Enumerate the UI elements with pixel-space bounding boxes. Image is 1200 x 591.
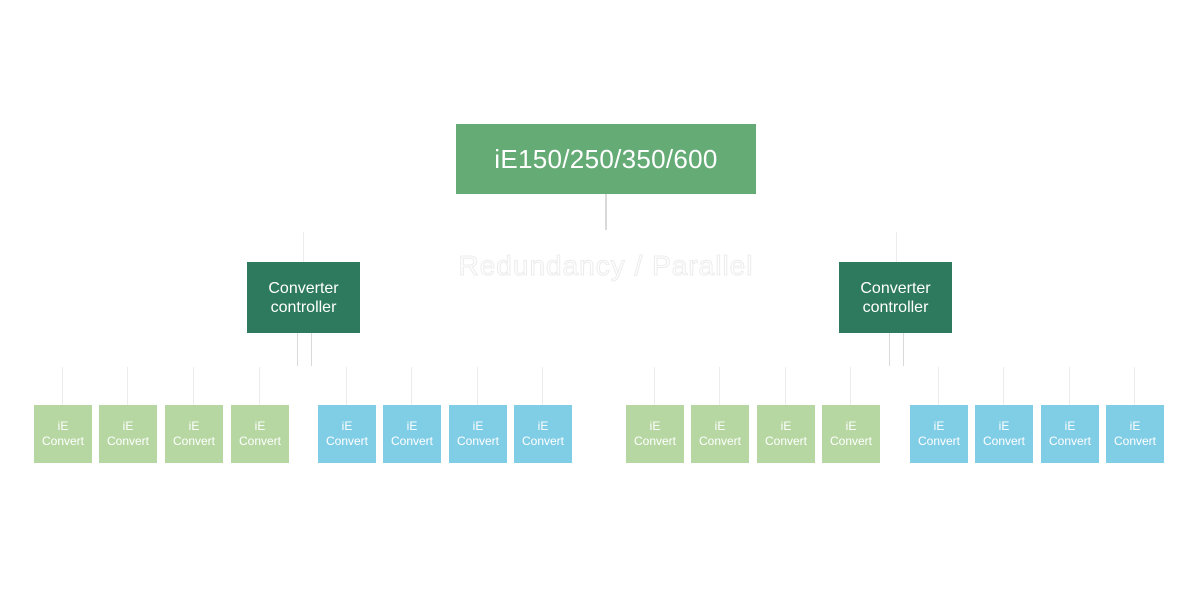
redundancy-parallel-label: Redundancy / Parallel <box>458 250 754 282</box>
ie-convert-unit-7: iE Convert <box>449 405 507 463</box>
connector-unit-6 <box>411 367 412 405</box>
unit-label-line1: iE <box>780 419 792 433</box>
connector-left-controller-down-b <box>311 333 312 366</box>
connector-unit-14 <box>1003 367 1004 405</box>
connector-unit-4 <box>259 367 260 405</box>
connector-unit-1 <box>62 367 63 405</box>
connector-unit-2 <box>127 367 128 405</box>
unit-label-line1: iE <box>845 419 857 433</box>
connector-right-controller-down-a <box>889 333 890 366</box>
unit-label-line2: Convert <box>325 434 369 448</box>
ie-convert-unit-5: iE Convert <box>318 405 376 463</box>
ie-convert-unit-15: iE Convert <box>1041 405 1099 463</box>
unit-label-line2: Convert <box>829 434 873 448</box>
ie-convert-unit-12: iE Convert <box>822 405 880 463</box>
connector-unit-12 <box>850 367 851 405</box>
connector-unit-13 <box>938 367 939 405</box>
unit-label-line2: Convert <box>633 434 677 448</box>
converter-controller-left: Converter controller <box>247 262 360 333</box>
unit-label-line2: Convert <box>456 434 500 448</box>
ie-convert-unit-1: iE Convert <box>34 405 92 463</box>
ie-convert-unit-16: iE Convert <box>1106 405 1164 463</box>
connector-unit-9 <box>654 367 655 405</box>
controller-label-line2: controller <box>270 298 337 316</box>
unit-label-line2: Convert <box>764 434 808 448</box>
unit-label-line2: Convert <box>1113 434 1157 448</box>
unit-label-line1: iE <box>933 419 945 433</box>
connector-unit-10 <box>719 367 720 405</box>
unit-label-line1: iE <box>1064 419 1076 433</box>
unit-label-line1: iE <box>537 419 549 433</box>
unit-label-line1: iE <box>254 419 266 433</box>
ie-system-node: iE150/250/350/600 <box>456 124 756 194</box>
unit-label-line2: Convert <box>238 434 282 448</box>
connector-left-controller-stem <box>303 232 304 262</box>
unit-label-line1: iE <box>1129 419 1141 433</box>
unit-label-line1: iE <box>649 419 661 433</box>
unit-label-line1: iE <box>122 419 134 433</box>
connector-unit-5 <box>346 367 347 405</box>
connector-top-stem <box>605 194 607 230</box>
unit-label-line2: Convert <box>390 434 434 448</box>
unit-label-line2: Convert <box>521 434 565 448</box>
unit-label-line2: Convert <box>41 434 85 448</box>
ie-convert-unit-2: iE Convert <box>99 405 157 463</box>
ie-convert-unit-14: iE Convert <box>975 405 1033 463</box>
ie-convert-unit-3: iE Convert <box>165 405 223 463</box>
ie-convert-unit-9: iE Convert <box>626 405 684 463</box>
unit-label-line2: Convert <box>698 434 742 448</box>
controller-label-line1: Converter <box>860 279 931 297</box>
connector-unit-15 <box>1069 367 1070 405</box>
connector-right-controller-stem <box>896 232 897 262</box>
connector-unit-7 <box>477 367 478 405</box>
unit-label-line2: Convert <box>982 434 1026 448</box>
ie-convert-unit-10: iE Convert <box>691 405 749 463</box>
connector-unit-8 <box>542 367 543 405</box>
ie-convert-unit-6: iE Convert <box>383 405 441 463</box>
unit-label-line2: Convert <box>917 434 961 448</box>
connector-unit-3 <box>193 367 194 405</box>
ie-system-node-label: iE150/250/350/600 <box>494 143 718 174</box>
controller-label-line1: Converter <box>268 279 339 297</box>
ie-convert-unit-13: iE Convert <box>910 405 968 463</box>
unit-label-line2: Convert <box>1048 434 1092 448</box>
unit-label-line1: iE <box>57 419 69 433</box>
unit-label-line1: iE <box>472 419 484 433</box>
converter-controller-right: Converter controller <box>839 262 952 333</box>
unit-label-line1: iE <box>714 419 726 433</box>
unit-label-line1: iE <box>341 419 353 433</box>
unit-label-line1: iE <box>188 419 200 433</box>
connector-unit-16 <box>1134 367 1135 405</box>
unit-label-line1: iE <box>406 419 418 433</box>
connector-left-controller-down-a <box>297 333 298 366</box>
ie-convert-unit-11: iE Convert <box>757 405 815 463</box>
unit-label-line2: Convert <box>172 434 216 448</box>
connector-unit-11 <box>785 367 786 405</box>
connector-right-controller-down-b <box>903 333 904 366</box>
controller-label-line2: controller <box>862 298 929 316</box>
ie-convert-unit-8: iE Convert <box>514 405 572 463</box>
unit-label-line1: iE <box>998 419 1010 433</box>
unit-label-line2: Convert <box>106 434 150 448</box>
ie-convert-unit-4: iE Convert <box>231 405 289 463</box>
